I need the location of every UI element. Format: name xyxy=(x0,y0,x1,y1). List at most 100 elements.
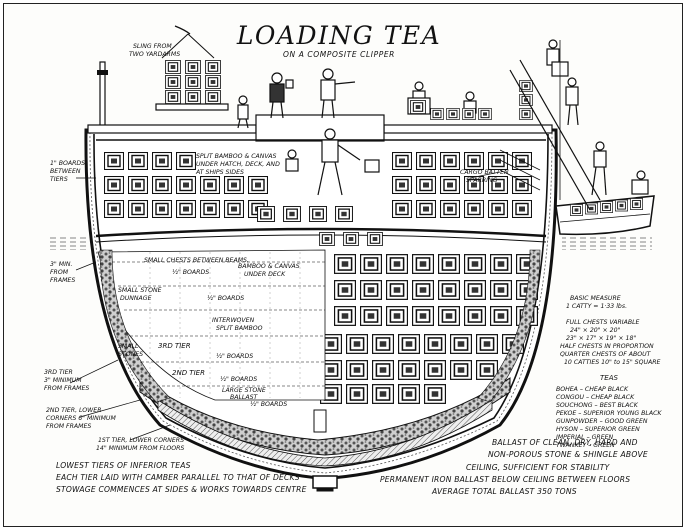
tea-chest xyxy=(519,94,533,106)
tea-chest xyxy=(512,176,532,194)
tea-8: TWANKEY – GREEN xyxy=(556,442,615,449)
tea-chest xyxy=(440,200,460,218)
label-min-frames-1: 3" MIN. xyxy=(50,261,73,268)
tea-chest xyxy=(334,306,356,326)
tea-chest xyxy=(204,60,222,74)
tea-chest xyxy=(424,334,446,354)
tea-chest xyxy=(464,254,486,274)
note-right-2: NON-POROUS STONE & SHINGLE ABOVE xyxy=(488,450,648,459)
tea-chest xyxy=(519,108,533,120)
tea-chest xyxy=(570,204,583,216)
bottom-notes: LOWEST TIERS OF INFERIOR TEAS EACH TIER … xyxy=(56,438,648,496)
measure-full-3: 23" × 17" × 19" × 18" xyxy=(566,335,636,342)
tea-7: IMPERIAL – GREEN xyxy=(556,434,614,441)
measure-basic-1: BASIC MEASURE xyxy=(570,295,621,302)
note-right-1: BALLAST OF CLEAN, DRY, HARD AND xyxy=(492,438,638,447)
label-stone-dunnage-1: SMALL STONE xyxy=(118,287,162,294)
tea-chest xyxy=(410,100,426,114)
keelson xyxy=(313,409,327,433)
diagram-labels: SLING FROM TWO YARDARMS 1" BOARDS BETWEE… xyxy=(44,43,509,452)
label-third-tier-left-3: FROM FRAMES xyxy=(44,385,89,392)
tea-chest xyxy=(600,201,613,213)
tea-chest xyxy=(346,384,368,404)
label-third-tier: 3RD TIER xyxy=(158,342,191,350)
label-first-tier-2: 14" MINIMUM FROM FLOORS xyxy=(96,445,184,452)
tea-chest xyxy=(488,200,508,218)
sling-with-chests xyxy=(155,25,229,111)
tea-chest xyxy=(104,152,124,170)
tea-chest xyxy=(128,152,148,170)
tea-5: GUNPOWDER – GOOD GREEN xyxy=(556,418,648,425)
tea-chest xyxy=(318,232,336,246)
label-interwoven-1: INTERWOVEN xyxy=(212,317,255,324)
label-second-tier-left-3: FROM FRAMES xyxy=(46,423,91,430)
bulwark-right xyxy=(383,124,553,134)
label-half-boards-2: ½" BOARDS xyxy=(207,294,244,302)
label-half-boards-1: ½" BOARDS xyxy=(172,268,209,276)
tea-chest xyxy=(360,254,382,274)
tea-chest xyxy=(184,90,202,104)
measure-full-4: HALF CHESTS IN PROPORTION xyxy=(560,343,654,350)
lighter-boat xyxy=(509,40,655,236)
label-boards-1: 1" BOARDS xyxy=(50,160,85,167)
measure-basic-2: 1 CATTY = 1·33 lbs. xyxy=(566,303,627,310)
label-second-tier: 2ND TIER xyxy=(172,369,205,377)
tea-chest xyxy=(398,334,420,354)
tea-chest xyxy=(430,108,444,120)
note-right-3: CEILING, SUFFICIENT FOR STABILITY xyxy=(466,463,611,472)
tea-chest xyxy=(200,200,220,218)
tea-chest xyxy=(464,152,484,170)
tea-chest xyxy=(464,200,484,218)
label-half-boards-5: ½" BOARDS xyxy=(250,400,287,408)
label-half-boards-3: ½" BOARDS xyxy=(216,352,253,360)
tea-chest xyxy=(438,306,460,326)
tea-chest xyxy=(104,200,124,218)
tea-chest xyxy=(462,108,476,120)
leader-lines xyxy=(69,171,501,441)
measure-full-6: 10 CATTIES 10" to 15" SQUARE xyxy=(564,358,661,366)
tea-chest xyxy=(104,176,124,194)
label-stone-dunnage-2: DUNNAGE xyxy=(120,295,152,302)
lower-deck xyxy=(95,227,547,238)
tea-chest xyxy=(334,254,356,274)
label-small-chests: SMALL CHESTS BETWEEN BEAMS, xyxy=(144,257,249,264)
keel xyxy=(312,475,338,489)
tea-chest xyxy=(450,334,472,354)
tea-chest xyxy=(615,199,628,212)
mast-band xyxy=(97,70,108,75)
tea-chest xyxy=(392,152,412,170)
tea-chest xyxy=(416,152,436,170)
tea-chest xyxy=(334,280,356,300)
measure-full-5: QUARTER CHESTS OF ABOUT xyxy=(560,351,652,358)
tea-chest xyxy=(184,75,202,89)
label-interwoven-2: SPLIT BAMBOO xyxy=(216,325,263,332)
tea-chest xyxy=(164,90,182,104)
label-split-bamboo-2: UNDER HATCH, DECK, AND xyxy=(196,161,280,168)
side-dunnage-left xyxy=(99,249,171,403)
side-dunnage-right xyxy=(477,249,541,403)
note-right-5: AVERAGE TOTAL BALLAST 350 TONS xyxy=(431,487,577,496)
measure-full-1: FULL CHESTS VARIABLE xyxy=(566,319,640,326)
tea-chest xyxy=(446,108,460,120)
tea-chest xyxy=(360,280,382,300)
tea-chest xyxy=(360,306,382,326)
subtitle: ON A COMPOSITE CLIPPER xyxy=(283,50,395,59)
sea-water-right xyxy=(562,236,652,250)
label-split-bamboo-1: SPLIT BAMBOO & CANVAS xyxy=(196,153,276,160)
note-left-2: EACH TIER LAID WITH CAMBER PARALLEL TO T… xyxy=(56,473,300,482)
label-large-stone-2: BALLAST xyxy=(230,394,259,401)
tea-chest xyxy=(440,152,460,170)
tea-chest xyxy=(224,200,244,218)
tea-chest xyxy=(204,75,222,89)
tea-chest xyxy=(342,232,360,246)
cargo-batten-sparring xyxy=(499,149,541,191)
tea-chest xyxy=(424,384,446,404)
label-split-bamboo-3: AT SHIPS SIDES xyxy=(195,169,244,176)
tea-chest xyxy=(152,176,172,194)
tea-chest xyxy=(464,306,486,326)
label-second-tier-left-1: 2ND TIER, LOWER xyxy=(46,407,102,414)
label-boards-2: BETWEEN xyxy=(50,168,81,175)
teas-heading: TEAS xyxy=(600,374,618,382)
tea-chest xyxy=(490,306,512,326)
